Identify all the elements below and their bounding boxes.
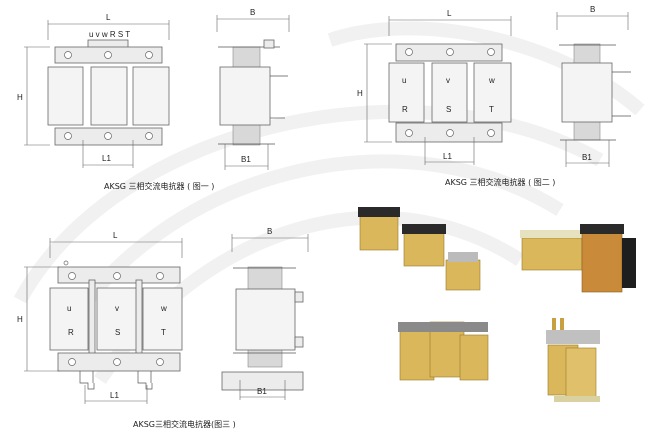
dim-B-label: B (250, 8, 255, 17)
figure-2-side-view: B B1 (556, 5, 631, 167)
dim-L-label: L (106, 13, 111, 22)
coil-1 (49, 287, 89, 351)
phase-S-label: S (446, 105, 451, 114)
phase-v-label: v (115, 304, 119, 313)
dim-B1-label: B1 (257, 387, 267, 396)
clamp-bolt-2 (135, 279, 143, 361)
product-photo-group-1 (358, 207, 481, 291)
coil-2 (96, 287, 141, 351)
dim-L1-label: L1 (102, 154, 111, 163)
coil-side (219, 66, 271, 126)
dim-L-label: L (447, 9, 452, 18)
dim-B1-label: B1 (241, 155, 251, 164)
figure-3-caption: AKSG三相交流电抗器(图三 ) (133, 419, 236, 429)
coil-2 (431, 62, 468, 123)
figure-1-front-view: L u v w R S T H L1 (17, 13, 170, 168)
coil-1 (388, 62, 425, 123)
product-photo-group-3 (398, 321, 489, 381)
phase-w-label: w (488, 76, 495, 85)
coil-3 (473, 62, 512, 123)
dim-L1-label: L1 (110, 391, 119, 400)
phase-u-label: u (402, 76, 406, 85)
phase-R-label: R (402, 105, 408, 114)
phase-R-label: R (68, 328, 74, 337)
coil-3 (132, 66, 170, 126)
figure-2-front-view: L u v w R S T H L1 (357, 9, 512, 165)
dim-B-label: B (267, 227, 272, 236)
figure-2-caption: AKSG 三相交流电抗器 ( 图二 ) (445, 177, 555, 187)
dim-H-label: H (17, 93, 23, 102)
phase-v-label: v (446, 76, 450, 85)
figure-1-side-view: B B1 (216, 8, 290, 170)
dim-L1-label: L1 (443, 152, 452, 161)
figure-1-caption: AKSG 三相交流电抗器 ( 图一 ) (104, 181, 214, 191)
coil-2 (90, 66, 128, 126)
clamp-bolt-1 (88, 279, 96, 361)
coil-side (561, 62, 613, 123)
base-plate (221, 371, 304, 391)
figure-3-side-view: B B1 (221, 227, 309, 400)
figure-3: L u v w R S T H L1 B (17, 227, 309, 429)
phase-w-label: w (160, 304, 167, 313)
phase-T-label: T (161, 328, 166, 337)
figure-1: L u v w R S T H L1 B B1 AKSG 三相交 (17, 8, 290, 191)
product-photo-single-reactor (546, 318, 600, 402)
phase-u-label: u (67, 304, 71, 313)
dim-B1-label: B1 (582, 153, 592, 162)
dim-L-label: L (113, 231, 118, 240)
terminal-labels: u v w R S T (89, 30, 130, 39)
coil-side (235, 288, 296, 351)
dim-H-label: H (357, 89, 363, 98)
coil-3 (142, 287, 183, 351)
coil-1 (47, 66, 84, 126)
phase-T-label: T (489, 105, 494, 114)
dim-B-label: B (590, 5, 595, 14)
dim-H-label: H (17, 315, 23, 324)
figure-3-front-view: L u v w R S T H L1 (17, 231, 183, 404)
phase-S-label: S (115, 328, 120, 337)
product-photo-group-2 (520, 224, 636, 293)
figure-2: L u v w R S T H L1 B B1 (357, 5, 631, 187)
mounting-feet (79, 371, 153, 390)
